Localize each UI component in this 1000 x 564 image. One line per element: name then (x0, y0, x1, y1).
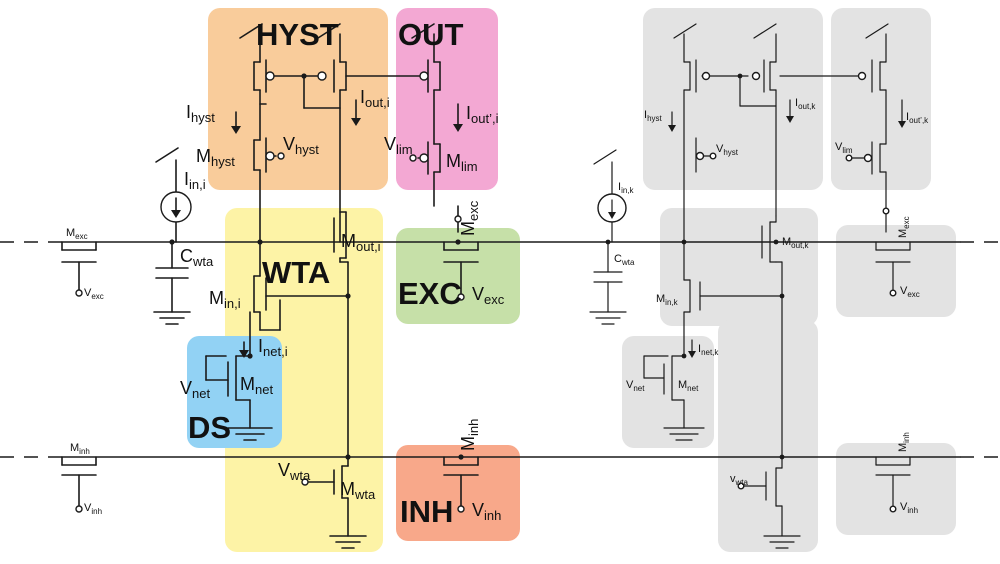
gray-exc-block (836, 225, 956, 317)
m-inh-left-label: Minh (70, 442, 90, 456)
m-exc-left-label: Mexc (66, 227, 88, 241)
v-exc-left-label: Vexc (84, 287, 104, 301)
block-backgrounds (187, 8, 956, 552)
ground-symbol (589, 311, 627, 325)
m-lim-label: Mlim (446, 151, 478, 174)
neuron-i-labels: Ihyst Iout,i Iout’,i Mhyst Vhyst Vlim Ml… (66, 87, 505, 523)
m-wta-label: Mwta (340, 479, 376, 502)
i-out-label: Iout,i (360, 87, 390, 110)
m-in-label: Min,i (209, 288, 241, 311)
i-in-label: Iin,i (184, 169, 206, 192)
gray-out-block (831, 8, 931, 190)
ground-symbol (763, 535, 801, 549)
hyst-title: HYST (256, 17, 339, 52)
neuron-k-arrows (608, 99, 906, 358)
m-inh-label: Minh (458, 419, 481, 451)
neuron-k-wiring (593, 23, 911, 537)
exc-title: EXC (398, 276, 462, 311)
m-net-label: Mnet (240, 374, 273, 397)
k-v-hyst-label: Vhyst (716, 143, 739, 157)
out-block (396, 8, 498, 190)
k-m-out-label: Mout,k (782, 236, 810, 250)
c-wta-label: Cwta (180, 246, 214, 269)
k-v-exc-label: Vexc (900, 285, 920, 299)
k-i-net-label: Inet,k (698, 343, 719, 357)
inh-title: INH (400, 494, 453, 529)
m-hyst-label: Mhyst (196, 146, 235, 169)
k-c-wta-label: Cwta (614, 253, 635, 267)
wta-title: WTA (262, 255, 330, 290)
gray-hyst-block (643, 8, 823, 190)
i-hyst-label: Ihyst (186, 102, 215, 125)
ground-symbol (329, 535, 367, 549)
m-exc-label: Mexc (458, 200, 481, 236)
v-net-label: Vnet (180, 378, 210, 401)
m-out-label: Mout,i (341, 231, 381, 254)
k-i-hyst-label: Ihyst (644, 109, 663, 123)
k-m-inh-label: Minh (897, 432, 911, 452)
k-i-in-label: Iin,k (618, 181, 635, 195)
bus-lines (0, 241, 1000, 458)
k-i-out-label: Iout,k (795, 97, 816, 111)
block-titles: HYST OUT WTA EXC DS INH (188, 17, 464, 529)
exc-block (396, 228, 520, 324)
k-i-out-prime-label: Iout’,k (906, 111, 929, 125)
ground-symbol (227, 427, 273, 441)
neuron-i-grounds (153, 311, 367, 549)
gray-wta-lower-block (718, 320, 818, 552)
k-m-in-label: Min,k (656, 293, 679, 307)
neuron-i-arrows (171, 99, 463, 358)
ground-symbol (663, 427, 705, 441)
inh-block (396, 445, 520, 541)
gray-ds-block (622, 336, 714, 448)
v-lim-label: Vlim (384, 134, 413, 157)
neuron-k-grounds (589, 311, 801, 549)
hyst-block (208, 8, 388, 190)
out-title: OUT (398, 17, 464, 52)
k-v-inh-label: Vinh (900, 501, 918, 515)
k-v-lim-label: Vlim (835, 141, 853, 155)
k-m-exc-label: Mexc (897, 216, 911, 238)
i-net-label: Inet,i (258, 336, 288, 359)
gray-inh-block (836, 443, 956, 535)
ds-title: DS (188, 410, 231, 445)
v-inh-left-label: Vinh (84, 502, 102, 516)
v-exc-label: Vexc (472, 284, 505, 307)
ground-symbol (153, 311, 191, 325)
i-out-prime-label: Iout’,i (466, 103, 499, 126)
ds-block (187, 336, 282, 448)
v-wta-label: Vwta (278, 460, 311, 483)
k-m-net-label: Mnet (678, 379, 699, 393)
k-v-net-label: Vnet (626, 379, 645, 393)
neuron-k-labels: Ihyst Iout,k Iout’,k Vhyst Vlim Iin,k Cw… (614, 97, 929, 515)
v-inh-label: Vinh (472, 500, 501, 523)
k-v-wta-label: vwta (730, 473, 749, 487)
v-hyst-label: Vhyst (283, 134, 319, 157)
